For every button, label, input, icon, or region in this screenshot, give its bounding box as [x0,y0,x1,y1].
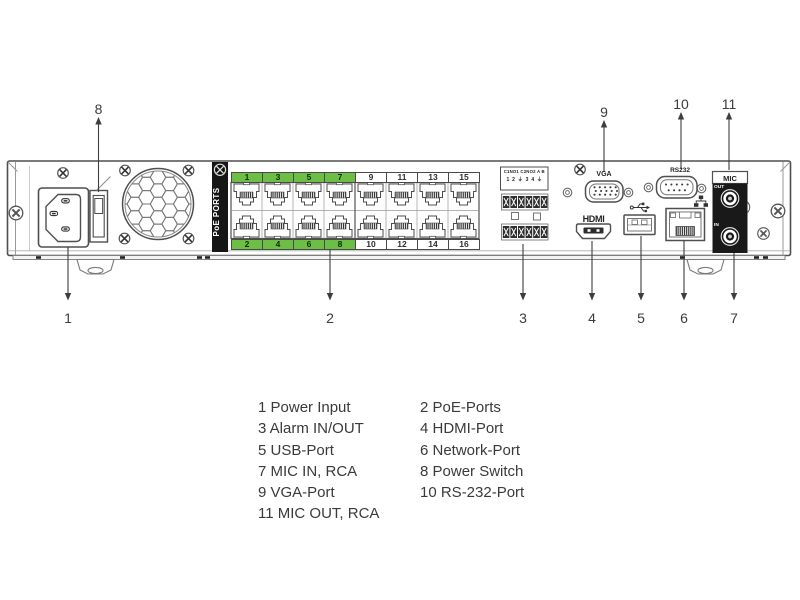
poe-label-4: 4 [262,238,294,250]
poe-label-5: 5 [293,171,325,183]
poe-label-3: 3 [262,171,294,183]
poe-strip-label: PoE PORTS [212,187,221,237]
usb-icon [629,202,650,213]
power-switch [89,176,111,243]
legend-item: 5 USB-Port [258,441,334,459]
callout-10: 10 [673,96,689,112]
rca-in-jack [720,227,740,246]
rca-out-jack [720,189,740,208]
callout-11: 11 [721,96,737,112]
alarm-terminal-block [500,166,549,241]
callout-4: 4 [588,310,596,326]
callout-3: 3 [519,310,527,326]
callout-9: 9 [600,104,608,120]
feet [76,258,725,275]
mic-label: MIC [723,174,737,183]
network-icon [694,195,708,207]
fan [121,167,195,241]
poe-label-10: 10 [355,238,387,250]
legend-item: 11 MIC OUT, RCA [258,504,380,522]
legend-item: 10 RS-232-Port [420,483,525,501]
vga-label: VGA [596,170,612,178]
legend-item: 4 HDMI-Port [420,420,504,437]
poe-label-8: 8 [324,238,356,250]
poe-label-15: 15 [448,171,480,183]
poe-label-11: 11 [386,171,418,183]
legend-item: 6 Network-Port [420,441,521,459]
vga-connector [584,180,624,203]
base-ticks [36,256,768,259]
alarm-label-row1: C1NO1 C2NO2 A B [503,168,545,174]
callout-7: 7 [730,310,738,326]
legend-item: 7 MIC IN, RCA [258,462,358,480]
alarm-label-row2: 1 2 ⏚ 3 4 ⏚ [506,177,543,183]
callout-8: 8 [94,100,103,117]
callout-2: 2 [326,309,334,326]
rs232-connector [655,175,698,199]
network-connector [665,207,706,242]
poe-label-2: 2 [231,238,263,250]
callout-1: 1 [64,310,72,326]
usb-connector [623,214,656,236]
arrowheads [64,112,738,301]
callout-5: 5 [637,310,645,326]
callout-6: 6 [680,310,688,326]
legend-item: 1 Power Input [258,399,351,416]
power-input-connector [37,187,90,248]
poe-label-13: 13 [417,171,449,183]
poe-label-16: 16 [448,238,480,250]
poe-label-7: 7 [324,171,356,183]
hdmi-connector [575,223,612,240]
poe-label-6: 6 [293,238,325,250]
legend-item: 8 Power Switch [420,462,524,480]
mic-rca-block [711,170,751,253]
poe-port-grid [230,181,480,240]
poe-strip [212,162,228,252]
mic-out-label: OUT [714,184,725,190]
poe-label-14: 14 [417,238,449,250]
mic-in-label: IN [714,222,719,228]
hdmi-logo: HDMI [582,214,605,224]
legend-item: 9 VGA-Port [258,483,335,501]
poe-label-1: 1 [231,171,263,183]
legend-item: 3 Alarm IN/OUT [258,420,364,437]
legend-item: 2 PoE-Ports [420,399,501,416]
poe-label-12: 12 [386,238,418,250]
rs232-label: RS232 [670,166,690,174]
poe-label-9: 9 [355,171,387,183]
callout-lines [64,112,738,301]
